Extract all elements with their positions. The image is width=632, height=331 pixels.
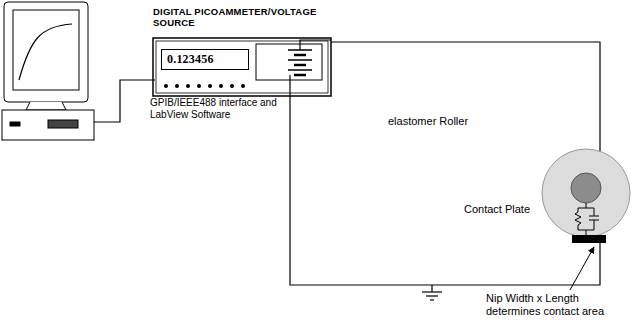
ground-symbol bbox=[422, 285, 442, 300]
battery-symbol bbox=[288, 42, 312, 96]
instrument-heading: DIGITAL PICOAMMETER/VOLTAGE SOURCE bbox=[153, 6, 333, 29]
roller-label: elastomer Roller bbox=[388, 115, 498, 128]
elastomer-roller bbox=[542, 149, 630, 237]
monitor-screen bbox=[13, 10, 79, 90]
rc-equivalent-symbol bbox=[575, 203, 599, 235]
screen-curve bbox=[19, 24, 72, 80]
terminal-panel bbox=[256, 44, 322, 80]
computer-base bbox=[2, 110, 94, 140]
roller-shaft bbox=[571, 173, 601, 203]
instrument-box: DIGITAL PICOAMMETER/VOLTAGE SOURCE 0.1234… bbox=[153, 6, 333, 96]
monitor-stand bbox=[26, 102, 66, 110]
nip-note: Nip Width x Length determines contact ar… bbox=[486, 292, 626, 318]
nip-leader-arrow bbox=[570, 247, 594, 290]
display-readout: 0.123456 bbox=[161, 49, 249, 70]
drive-slot bbox=[48, 120, 78, 128]
instrument-housing bbox=[153, 38, 331, 96]
button-row bbox=[164, 84, 245, 88]
monitor-bezel bbox=[4, 2, 88, 102]
power-light bbox=[10, 122, 20, 126]
gpib-cable bbox=[94, 80, 155, 122]
instrument-inner bbox=[156, 41, 328, 93]
plate-label: Contact Plate bbox=[462, 203, 532, 216]
contact-plate bbox=[572, 235, 606, 243]
computer bbox=[2, 2, 94, 140]
circuit-wire-top bbox=[300, 40, 600, 180]
instrument-outer bbox=[153, 38, 331, 96]
readout-value: 0.123456 bbox=[167, 52, 243, 66]
interface-note: GPIB/IEEE488 interface and LabView Softw… bbox=[150, 97, 300, 121]
